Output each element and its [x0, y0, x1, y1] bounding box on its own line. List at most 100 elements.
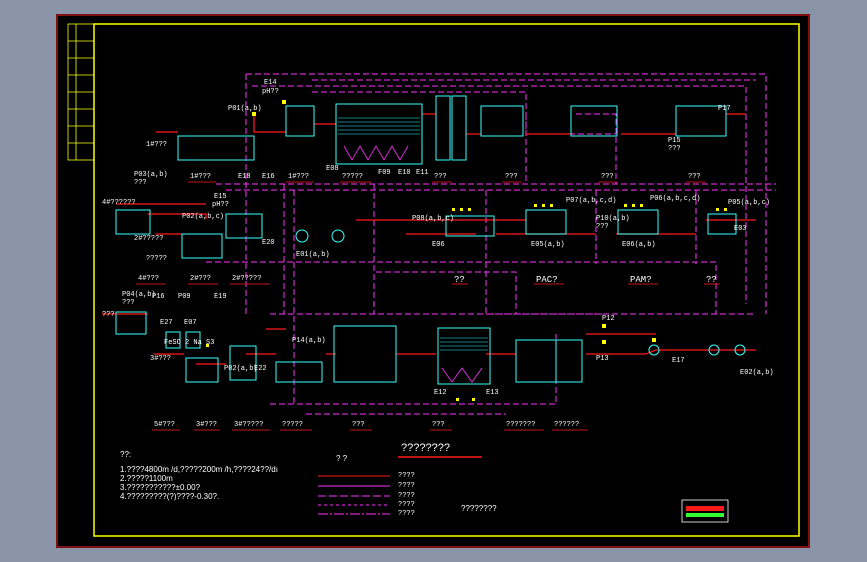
equipment-label: E19 — [214, 293, 227, 301]
pumps — [295, 229, 746, 356]
equipment-label: E13 — [486, 389, 499, 397]
equipment-label: P01(a,b) — [228, 105, 262, 113]
tank-12 — [445, 215, 495, 237]
tank-14 — [617, 209, 659, 235]
equipment-label: E02(a,b) — [740, 369, 774, 377]
tank-10 — [181, 233, 223, 259]
equipment-label: E27 — [160, 319, 173, 327]
tank-15 — [707, 213, 737, 235]
left-title-strip — [67, 23, 95, 161]
tank-20 — [229, 345, 257, 381]
tank-23 — [437, 327, 491, 385]
equipment-label: PAM? — [630, 275, 652, 285]
equipment-label: E16 — [262, 173, 275, 181]
equipment-label: P06(a,b,c,d) — [650, 195, 701, 203]
equipment-label: P03(a,b) — [134, 171, 168, 179]
tank-19 — [185, 357, 219, 383]
equipment-label: E03 — [734, 225, 747, 233]
red-pipes — [102, 113, 756, 365]
tank-16 — [115, 311, 147, 335]
equipment-label: E17 — [672, 357, 685, 365]
legend-lines — [318, 475, 390, 515]
equipment-label: P02(a,b,c) — [182, 213, 225, 221]
tank-25 — [555, 339, 583, 383]
equipment-label: E12 — [434, 389, 447, 397]
equipment-label: ??? — [134, 179, 147, 187]
tank-22 — [333, 325, 397, 383]
equipment-label: ?????? — [554, 421, 580, 429]
equipment-label: 4#??? — [138, 275, 160, 283]
equipment-label: E08 — [326, 165, 339, 173]
equipment-label: 1#??? — [190, 173, 212, 181]
hoppers — [343, 145, 483, 383]
legend-row: ???? — [398, 510, 415, 518]
tank-11 — [225, 213, 263, 239]
tank-21 — [275, 361, 323, 383]
equipment-label: ??? — [122, 299, 135, 307]
equipment-label: P14(a,b) — [292, 337, 326, 345]
equipment-label: F09 — [378, 169, 391, 177]
legend-row: ???? — [398, 501, 415, 509]
equipment-label: FeSO 2 Na S3 — [164, 339, 215, 347]
equipment-label: E06(a,b) — [622, 241, 656, 249]
equipment-label: ????? — [146, 255, 168, 263]
legend-header: ? ? — [336, 454, 348, 463]
tank-17 — [165, 331, 181, 349]
equipment-label: E18 — [238, 173, 251, 181]
equipment-label: P17 — [718, 105, 731, 113]
equipment-label: E15 — [214, 193, 227, 201]
equipment-label: 2#????? — [134, 235, 164, 243]
legend-row: ???? — [398, 472, 415, 480]
equipment-label: 2#??? — [190, 275, 212, 283]
equipment-label: ??? — [505, 173, 518, 181]
equipment-label: ????? — [342, 173, 364, 181]
equipment-label: PAC? — [536, 275, 558, 285]
equipment-label: ??? — [102, 311, 115, 319]
equipment-label: ??? — [434, 173, 447, 181]
outer-frame — [56, 14, 810, 548]
tank-13 — [525, 209, 567, 235]
equipment-label: ??? — [352, 421, 365, 429]
equipment-label: P05(a,b,c) — [728, 199, 771, 207]
tank-24 — [515, 339, 557, 383]
equipment-label: ??? — [688, 173, 701, 181]
equipment-label: ????? — [282, 421, 304, 429]
equipment-label: 1#??? — [288, 173, 310, 181]
equipment-label: P08(a,b,c) — [412, 215, 455, 223]
equipment-label: E22 — [254, 365, 267, 373]
equipment-label: 3#??? — [150, 355, 172, 363]
tank-18 — [185, 331, 201, 349]
equipment-label: E14 — [264, 79, 277, 87]
equipment-label: 1#??? — [146, 141, 168, 149]
equipment-label: P15 — [668, 137, 681, 145]
equipment-label: E05(a,b) — [531, 241, 565, 249]
tank-6 — [480, 105, 524, 137]
equipment-label: ??? — [432, 421, 445, 429]
equipment-label: P07(a,b,c,d) — [566, 197, 617, 205]
instruments — [206, 100, 727, 401]
tank-8 — [675, 105, 727, 137]
equipment-label: E07 — [184, 319, 197, 327]
tank-5 — [451, 95, 467, 161]
equipment-label: 4#?????? — [102, 199, 136, 207]
equipment-label: P12 — [602, 315, 615, 323]
equipment-label: P04(a,b) — [122, 291, 156, 299]
tank-9 — [115, 209, 151, 235]
equipment-label: 3#????? — [234, 421, 264, 429]
equipment-label: ?? — [706, 275, 717, 285]
equipment-label: P13 — [596, 355, 609, 363]
drawing-title: ???????? — [401, 442, 450, 454]
equipment-label: ??????? — [506, 421, 536, 429]
equipment-label: E06 — [432, 241, 445, 249]
equipment-label: 2#????? — [232, 275, 262, 283]
equipment-label: ??? — [601, 173, 614, 181]
note-line: 4.?????????(?)????-0.30?. — [120, 492, 220, 501]
equipment-label: E11 — [416, 169, 429, 177]
equipment-label: P10(a,b) — [596, 215, 630, 223]
equipment-label: ??? — [668, 145, 681, 153]
equipment-label: P16 — [152, 293, 165, 301]
title-block-mini — [681, 499, 729, 523]
filter-hatch — [338, 117, 488, 351]
magenta-lines — [206, 73, 776, 415]
